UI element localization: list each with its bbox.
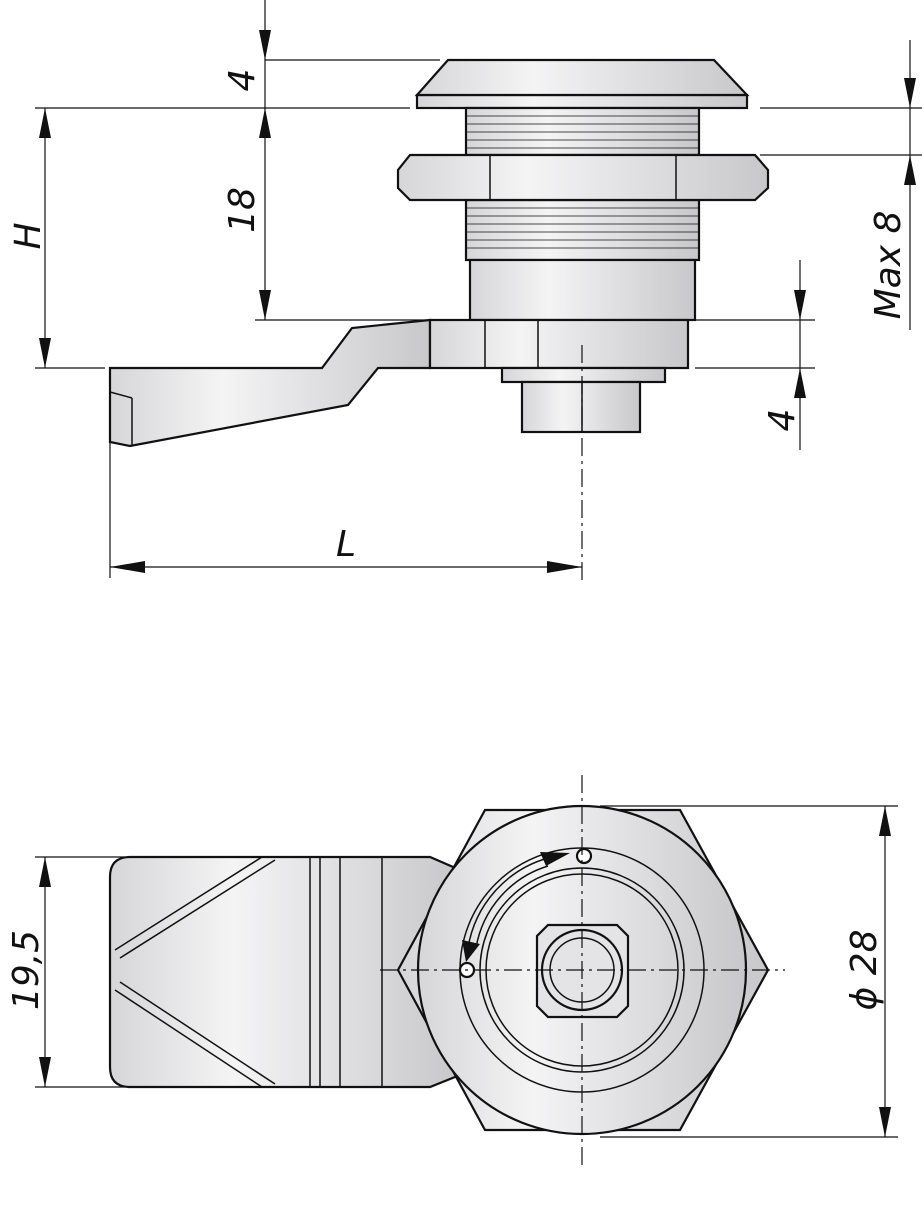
front-dimensions: 19,5 ϕ 28	[6, 805, 898, 1138]
dim-lever-width: 19,5	[6, 930, 47, 1010]
front-view	[108, 775, 785, 1165]
key-stem	[520, 380, 642, 434]
dim-body-height: 18	[222, 187, 263, 233]
top-cap	[415, 93, 749, 110]
side-dimensions: 4 18 H Max 8 4 L	[8, 0, 922, 578]
hex-nut	[396, 153, 770, 202]
lever-side	[108, 318, 432, 448]
dim-lever-offset: 4	[762, 409, 803, 432]
key-hex	[500, 366, 667, 384]
thread-lower	[464, 198, 701, 262]
position-dot-open	[575, 847, 593, 865]
dim-overall-height: H	[8, 222, 49, 249]
base-plate	[428, 318, 690, 370]
lever-front	[108, 855, 462, 1089]
dim-lever-length: L	[336, 524, 356, 565]
side-view	[108, 58, 770, 580]
dim-max-panel: Max 8	[868, 211, 909, 320]
dim-diameter: ϕ 28	[844, 930, 885, 1011]
collar	[468, 258, 697, 322]
rotation-arrow-icon	[467, 857, 549, 949]
dim-cap-height: 4	[222, 69, 263, 92]
